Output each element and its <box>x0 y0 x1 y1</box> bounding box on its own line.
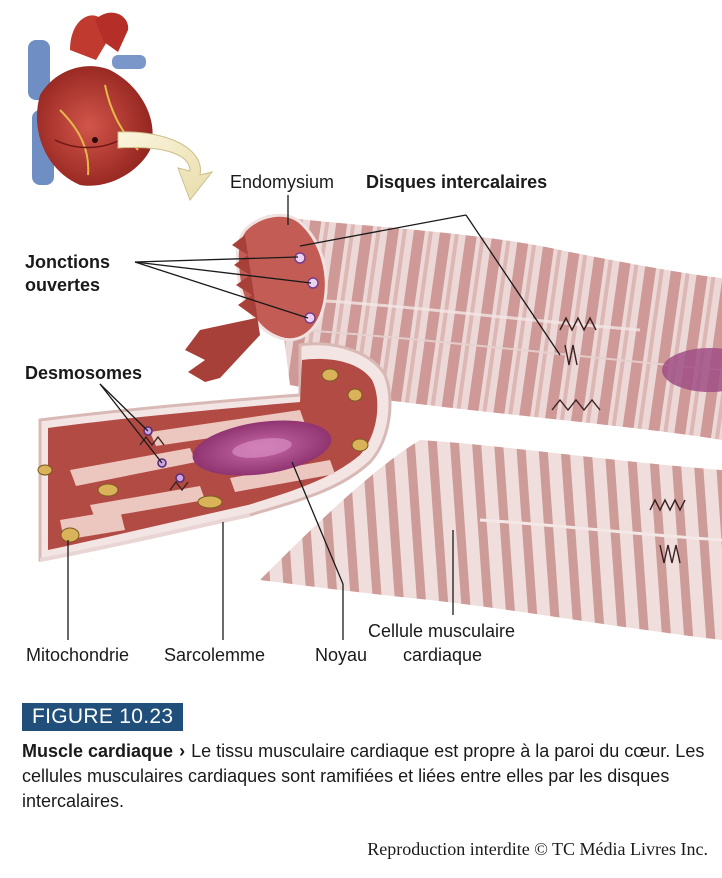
leader-lines <box>67 195 561 640</box>
cardiac-muscle-illustration <box>28 12 722 640</box>
caption-chevron-icon: › <box>179 741 186 761</box>
label-disques-intercalaires: Disques intercalaires <box>366 172 548 192</box>
label-desmosomes: Desmosomes <box>25 363 143 383</box>
label-jonctions-line2: ouvertes <box>25 275 101 295</box>
caption-title: Muscle cardiaque <box>22 741 174 761</box>
lower-fiber <box>260 440 722 640</box>
heart-thumbnail <box>28 12 153 186</box>
gap-junctions <box>294 252 319 324</box>
label-endomysium: Endomysium <box>230 172 335 192</box>
figure-caption: Muscle cardiaque›Le tissu musculaire car… <box>22 739 712 814</box>
label-cellule-line1: Cellule musculaire <box>368 621 516 641</box>
label-cellule-line2: cardiaque <box>403 645 483 665</box>
label-mitochondrie: Mitochondrie <box>26 645 130 665</box>
figure-number-badge: FIGURE 10.23 <box>22 703 184 731</box>
label-sarcolemme: Sarcolemme <box>164 645 266 665</box>
curved-arrow <box>117 131 214 202</box>
caption-text: Le tissu musculaire cardiaque est propre… <box>22 741 705 811</box>
copyright-notice: Reproduction interdite © TC Média Livres… <box>367 839 708 859</box>
label-noyau: Noyau <box>315 645 368 665</box>
label-jonctions-line1: Jonctions <box>25 252 111 272</box>
